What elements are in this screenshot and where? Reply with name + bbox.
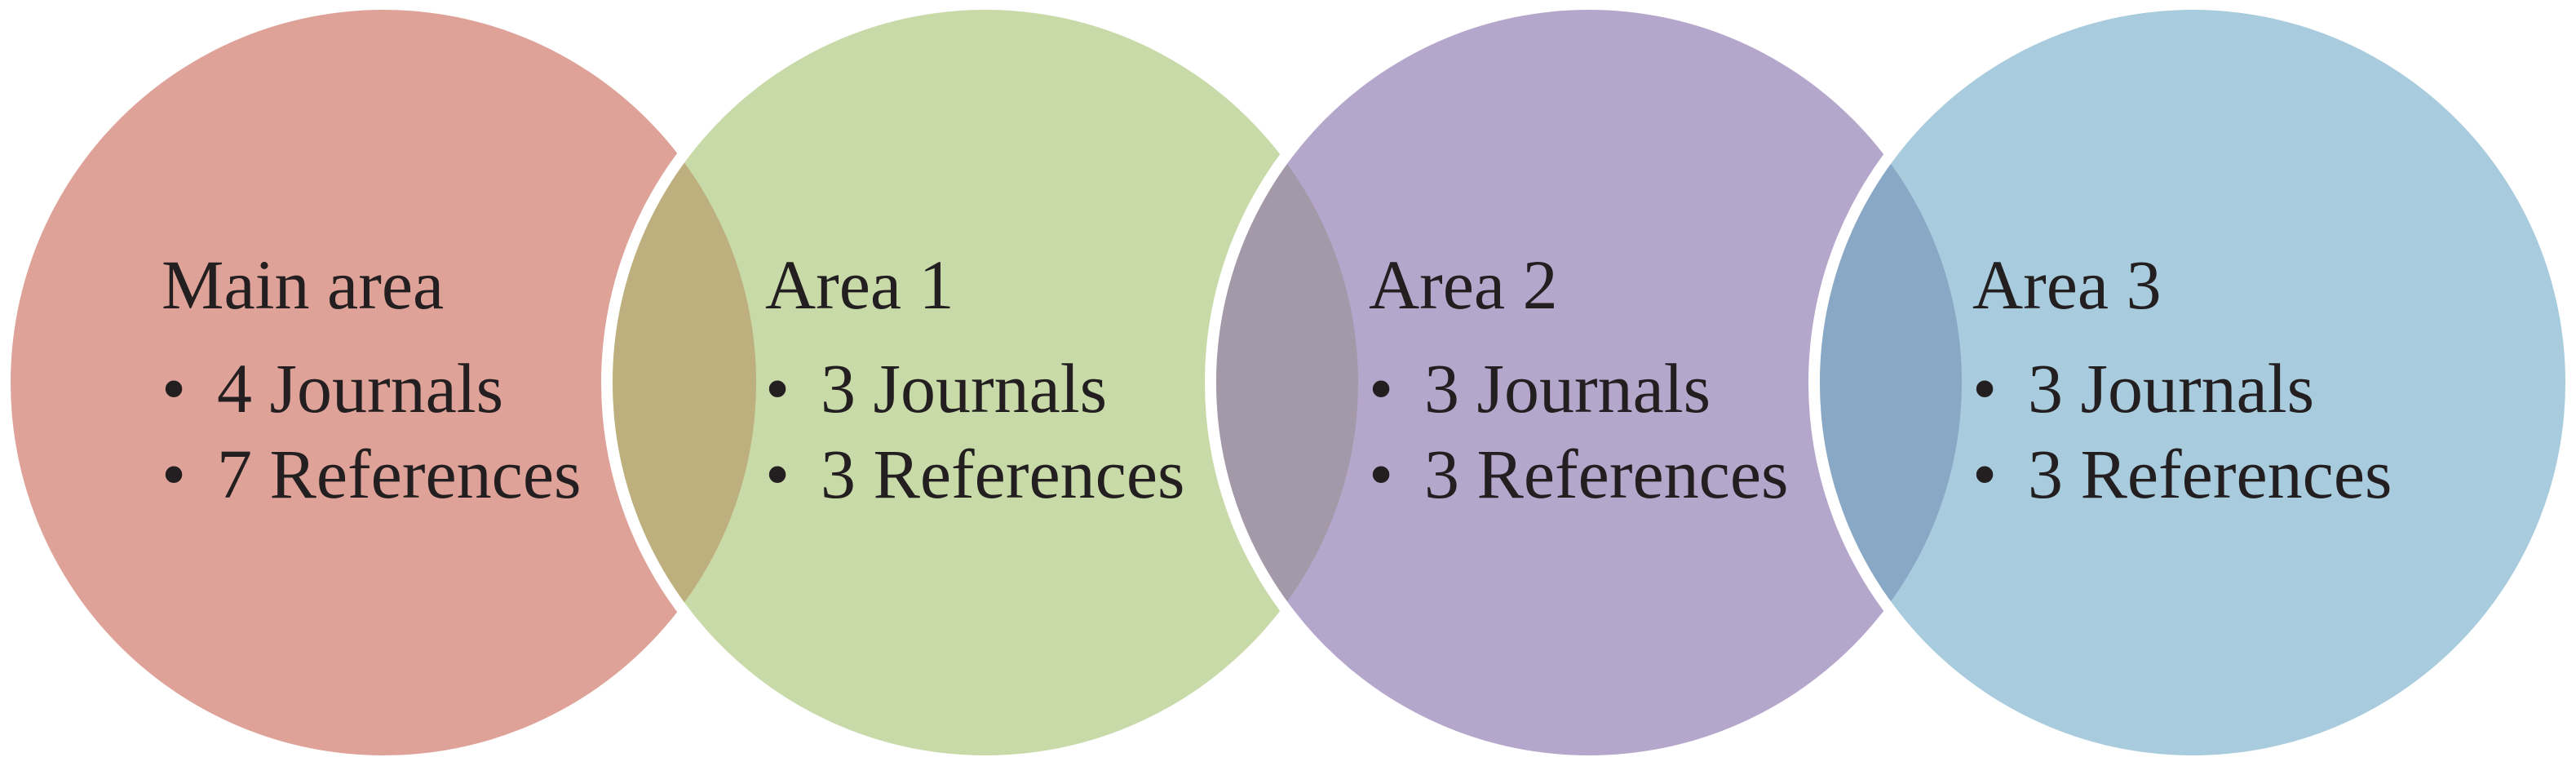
- circle-bullet-area-2-2: • 3 References: [1369, 435, 1788, 513]
- circle-bullet-area-1-1: • 3 Journals: [765, 349, 1107, 427]
- circle-title-area-1: Area 1: [765, 246, 954, 324]
- circle-area-2-group: [1205, 0, 1973, 766]
- circle-text-main-area: Main area • 4 Journals • 7 References: [162, 246, 581, 513]
- circle-area-3: [1820, 10, 2565, 755]
- circle-text-area-3: Area 3 • 3 Journals • 3 References: [1972, 246, 2392, 513]
- bullet-glyph: •: [162, 435, 186, 513]
- circle-text-area-1: Area 1 • 3 Journals • 3 References: [765, 246, 1184, 513]
- bullet-glyph: •: [1369, 435, 1393, 513]
- circle-title-area-2: Area 2: [1369, 246, 1558, 324]
- circle-area-2: [1216, 10, 1962, 755]
- circle-area-1-group: [601, 0, 1370, 766]
- bullet-glyph: •: [162, 349, 186, 427]
- circle-title-area-3: Area 3: [1972, 246, 2162, 324]
- circle-bullet-area-1-2: • 3 References: [765, 435, 1184, 513]
- circle-title-main-area: Main area: [162, 246, 444, 324]
- circle-area-1: [613, 10, 1358, 755]
- bullet-glyph: •: [1972, 435, 1997, 513]
- circle-text-area-2: Area 2 • 3 Journals • 3 References: [1369, 246, 1788, 513]
- bullet-glyph: •: [765, 349, 790, 427]
- circle-bullet-area-2-1: • 3 Journals: [1369, 349, 1711, 427]
- bullet-glyph: •: [1972, 349, 1997, 427]
- bullet-glyph: •: [1369, 349, 1393, 427]
- bullet-glyph: •: [765, 435, 790, 513]
- circle-bullet-area-3-2: • 3 References: [1972, 435, 2392, 513]
- circle-bullet-main-area-2: • 7 References: [162, 435, 581, 513]
- circle-bullet-main-area-1: • 4 Journals: [162, 349, 503, 427]
- circle-main-area: [11, 10, 756, 755]
- circle-area-3-group: [1808, 0, 2576, 766]
- circle-bullet-area-3-1: • 3 Journals: [1972, 349, 2314, 427]
